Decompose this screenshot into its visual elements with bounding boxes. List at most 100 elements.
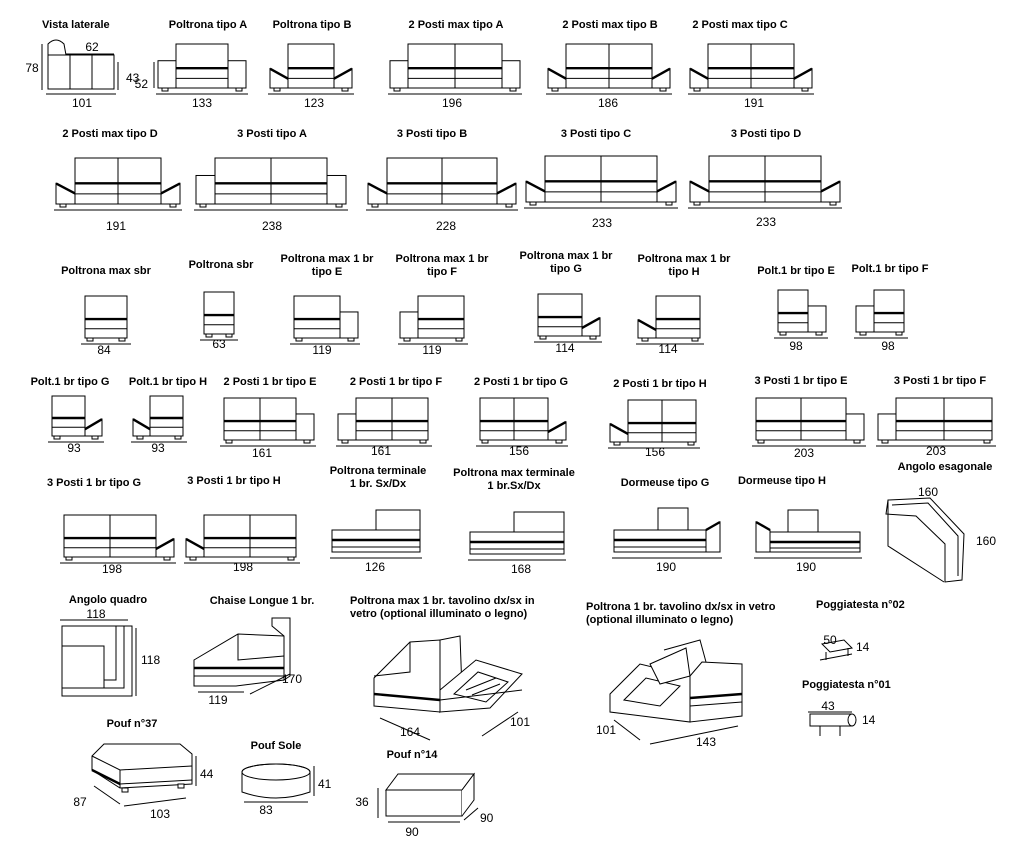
dimension-label: 203 (926, 444, 946, 458)
item-poltrona-max-tavolino: Poltrona max 1 br. tavolino dx/sx invetr… (350, 595, 535, 741)
item-poltrona-tipo-b: Poltrona tipo B 123 (268, 19, 354, 110)
dimension-label: 90 (405, 825, 419, 839)
dimension-label: 78 (25, 61, 39, 75)
item-title: Polt.1 br tipo F (852, 263, 929, 275)
dimension-label: 186 (598, 96, 618, 110)
item-title: Poltrona max terminale (453, 467, 575, 479)
item-title: Poggiatesta n°02 (816, 599, 905, 611)
item-title: 2 Posti max tipo B (562, 19, 657, 31)
dimension-label: 93 (67, 441, 81, 455)
dimension-label: 41 (318, 777, 332, 791)
item-title: Poltrona max 1 br. tavolino dx/sx in (350, 595, 535, 607)
item-3-posti-1-br-tipo-f: 3 Posti 1 br tipo F 203 (876, 375, 996, 458)
item-title: Poltrona max 1 br (520, 250, 614, 262)
dimension-label: 168 (511, 562, 531, 576)
dimension-label: 44 (200, 767, 214, 781)
item-2-posti-1-br-tipo-f: 2 Posti 1 br tipo F 161 (336, 376, 442, 458)
dimension-label: 170 (282, 672, 302, 686)
item-title: Pouf n°14 (387, 749, 439, 761)
dimension-label: 164 (400, 725, 420, 739)
item-title: Poggiatesta n°01 (802, 679, 891, 691)
item-title: 2 Posti max tipo C (692, 19, 787, 31)
item-title: Poltrona max 1 br (396, 253, 490, 265)
item-title: Vista laterale (42, 19, 110, 31)
dimension-label: 43 (126, 71, 140, 85)
item-2-posti-1-br-tipo-h: 2 Posti 1 br tipo H 156 (608, 378, 707, 459)
dimension-label: 160 (918, 485, 938, 499)
item-poggiatesta-02: Poggiatesta n°02 50 14 (816, 599, 905, 661)
item-title: 2 Posti 1 br tipo E (224, 376, 317, 388)
dimension-label: 98 (789, 339, 803, 353)
dimension-label: 98 (881, 339, 895, 353)
dimension-label: 198 (233, 560, 253, 574)
item-title: Poltrona max sbr (61, 265, 152, 277)
item-title: 3 Posti tipo C (561, 128, 631, 140)
dimension-label: 119 (312, 343, 331, 357)
dimension-label: 93 (151, 441, 165, 455)
item-title: tipo E (312, 266, 343, 278)
item-title: Angolo quadro (69, 594, 147, 606)
item-title: Chaise Longue 1 br. (210, 595, 315, 607)
dimension-label: 156 (509, 444, 529, 458)
dimension-label: 118 (86, 607, 105, 621)
item-polt-1-br-tipo-f: Polt.1 br tipo F 98 (852, 263, 929, 353)
dimension-label: 50 (823, 633, 837, 647)
dimension-label: 190 (656, 560, 676, 574)
item-title: 2 Posti 1 br tipo H (613, 378, 707, 390)
item-title: Pouf n°37 (107, 718, 158, 730)
item-poltrona-max-sbr: Poltrona max sbr 84 (61, 265, 152, 357)
item-title: Poltrona 1 br. tavolino dx/sx in vetro (586, 601, 776, 613)
item-dormeuse-tipo-g: Dormeuse tipo G 190 (612, 477, 722, 574)
dimension-label: 101 (596, 723, 616, 737)
dimension-label: 14 (856, 640, 870, 654)
item-title: 3 Posti 1 br tipo E (755, 375, 848, 387)
dimension-label: 156 (645, 445, 665, 459)
dimension-label: 198 (102, 562, 122, 576)
dimension-label: 63 (212, 337, 226, 351)
dimension-label: 62 (85, 40, 99, 54)
item-title: 2 Posti 1 br tipo F (350, 376, 443, 388)
item-title: Poltrona tipo B (273, 19, 352, 31)
item-title: Dormeuse tipo G (621, 477, 710, 489)
item-title: tipo F (427, 266, 457, 278)
item-polt-1-br-tipo-h: Polt.1 br tipo H93 (129, 376, 207, 455)
dimension-label: 161 (371, 444, 391, 458)
dimension-label: 84 (97, 343, 111, 357)
dimension-label: 119 (208, 693, 227, 707)
dimension-label: 160 (976, 534, 996, 548)
dimension-label: 101 (510, 715, 530, 729)
item-title: Poltrona max 1 br (638, 253, 732, 265)
item-title: Poltrona terminale (330, 465, 427, 477)
item-chaise-longue: Chaise Longue 1 br. 119 170 (193, 595, 315, 707)
item-title: Polt.1 br tipo E (757, 265, 835, 277)
dimension-label: 143 (696, 735, 716, 749)
dimension-label: 114 (555, 341, 574, 355)
item-polt-1-br-tipo-e: Polt.1 br tipo E 98 (757, 265, 835, 353)
dimension-label: 123 (304, 96, 324, 110)
item-title: 3 Posti tipo A (237, 128, 307, 140)
item-title: 3 Posti 1 br tipo F (894, 375, 987, 387)
item-title: 2 Posti max tipo A (409, 19, 504, 31)
item-title: 2 Posti max tipo D (62, 128, 157, 140)
dimension-label: 238 (262, 219, 282, 233)
item-title: Poltrona max 1 br (281, 253, 375, 265)
item-title: tipo G (550, 263, 582, 275)
